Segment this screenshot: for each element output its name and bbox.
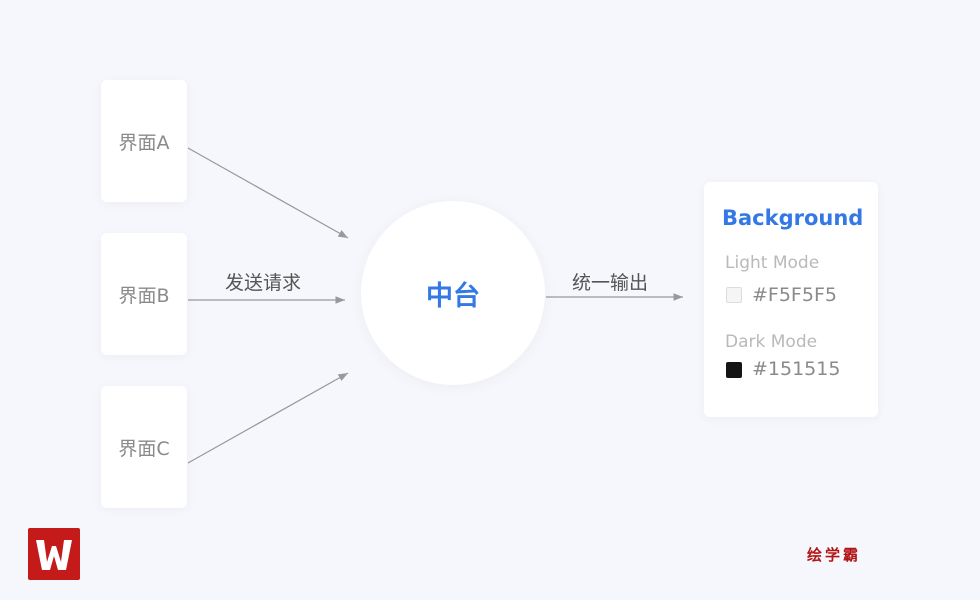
arrow-c-to-hub [187, 372, 349, 464]
light-mode-hex: #F5F5F5 [752, 284, 837, 306]
ui-node-a-label: 界面A [118, 131, 170, 154]
hub-node-label: 中台 [426, 280, 480, 312]
ui-node-b-label: 界面B [118, 284, 170, 307]
background-title: Background [722, 206, 864, 230]
watermark-logo [28, 528, 80, 580]
send-request-label: 发送请求 [225, 272, 302, 294]
arrow-a-to-hub [187, 147, 349, 239]
unified-output-label: 统一输出 [572, 272, 649, 294]
light-mode-swatch [726, 287, 742, 303]
w-logo-icon [36, 540, 72, 570]
watermark-brand: 绘学霸 [807, 546, 862, 564]
ui-node-a: 界面A [101, 80, 187, 202]
dark-mode-label: Dark Mode [725, 332, 818, 352]
ui-node-b: 界面B [101, 233, 187, 355]
light-mode-label: Light Mode [725, 253, 820, 273]
ui-node-c: 界面C [101, 386, 187, 508]
hub-node: 中台 [361, 201, 545, 385]
dark-mode-hex: #151515 [752, 358, 841, 380]
dark-mode-swatch [726, 362, 742, 378]
ui-node-c-label: 界面C [118, 437, 170, 460]
background-panel: Background Light Mode #F5F5F5 Dark Mode … [704, 182, 878, 417]
